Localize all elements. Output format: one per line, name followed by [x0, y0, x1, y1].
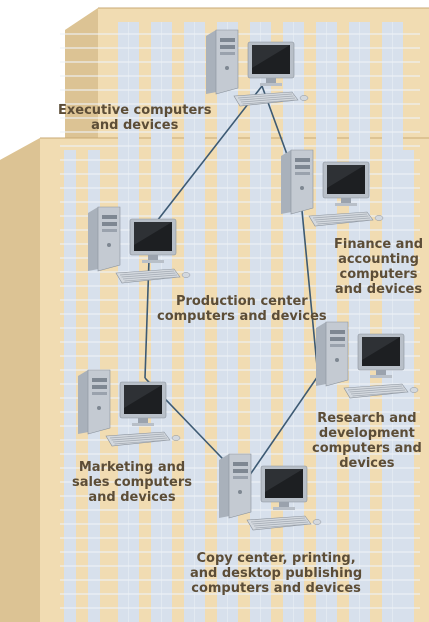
mouse [299, 95, 309, 101]
key-row [312, 213, 368, 219]
drive-bay [92, 385, 107, 389]
key-row [315, 217, 371, 223]
mouse [181, 272, 191, 278]
monitor-base [370, 375, 392, 378]
key-row [317, 219, 372, 225]
drive-bay [295, 172, 310, 175]
key-row [122, 274, 178, 280]
screen-glare [134, 222, 172, 245]
monitor-base [335, 203, 357, 206]
desktop-computer-icon [88, 206, 191, 284]
key-row [121, 272, 176, 278]
key-row [352, 391, 407, 397]
desktop-computer-icon [206, 29, 309, 107]
power-button [335, 358, 339, 362]
screen-glare [252, 45, 290, 68]
power-button [225, 66, 229, 70]
mouse [312, 519, 322, 525]
desktop-computer-icon [316, 321, 419, 399]
key-row [347, 385, 403, 391]
network-link [244, 375, 319, 483]
keyboard [343, 383, 409, 399]
office-building [0, 7, 429, 622]
drive-bay [102, 229, 117, 232]
key-row [239, 95, 294, 101]
drive-bay [233, 462, 248, 466]
drive-bay [330, 330, 345, 334]
keyboard [246, 515, 312, 531]
desktop-computer-icon [219, 453, 322, 531]
key-row [124, 276, 179, 282]
drive-bay [330, 344, 345, 347]
screen-glare [124, 385, 162, 408]
drive-bay [233, 476, 248, 479]
key-row [111, 435, 166, 441]
monitor-base [273, 507, 295, 510]
monitor-neck [279, 502, 289, 507]
mouse [409, 387, 419, 393]
key-row [109, 433, 165, 439]
drive-bay [220, 52, 235, 55]
drive-bay [92, 392, 107, 395]
drive-bay [220, 45, 235, 49]
key-row [349, 387, 404, 393]
key-row [350, 389, 406, 395]
monitor-neck [138, 418, 148, 423]
monitor-neck [148, 255, 158, 260]
mouse [171, 435, 181, 441]
drive-bay [220, 38, 235, 42]
keyboard [115, 268, 181, 284]
drive-bay [102, 215, 117, 219]
monitor-base [142, 260, 164, 263]
keyboard [308, 211, 374, 227]
drive-bay [295, 158, 310, 162]
key-row [112, 437, 168, 443]
key-row [253, 521, 309, 527]
key-row [240, 97, 296, 103]
monitor-neck [341, 198, 351, 203]
drive-bay [92, 378, 107, 382]
monitor-neck [376, 370, 386, 375]
key-row [119, 270, 175, 276]
screen-glare [265, 469, 303, 492]
key-row [252, 519, 307, 525]
monitor-neck [266, 78, 276, 83]
computers [78, 29, 419, 531]
window-column [398, 150, 414, 622]
drive-bay [233, 469, 248, 473]
drive-bay [295, 165, 310, 169]
screen-glare [327, 165, 365, 188]
drive-bay [330, 337, 345, 341]
key-row [250, 517, 306, 523]
power-button [107, 243, 111, 247]
power-button [238, 490, 242, 494]
power-button [97, 406, 101, 410]
lower-block-side [0, 138, 40, 622]
monitor-base [132, 423, 154, 426]
monitor-base [260, 83, 282, 86]
network-link [299, 189, 319, 377]
keyboard [233, 91, 299, 107]
key-row [237, 93, 293, 99]
key-row [314, 215, 369, 221]
key-row [255, 523, 310, 529]
window-column [64, 150, 76, 622]
mouse [374, 215, 384, 221]
screen-glare [362, 337, 400, 360]
drive-bay [102, 222, 117, 226]
key-row [242, 99, 297, 105]
key-row [114, 439, 169, 445]
desktop-computer-icon [78, 369, 181, 447]
power-button [300, 186, 304, 190]
keyboard [105, 431, 171, 447]
network-link [149, 85, 263, 231]
desktop-computer-icon [281, 149, 384, 227]
